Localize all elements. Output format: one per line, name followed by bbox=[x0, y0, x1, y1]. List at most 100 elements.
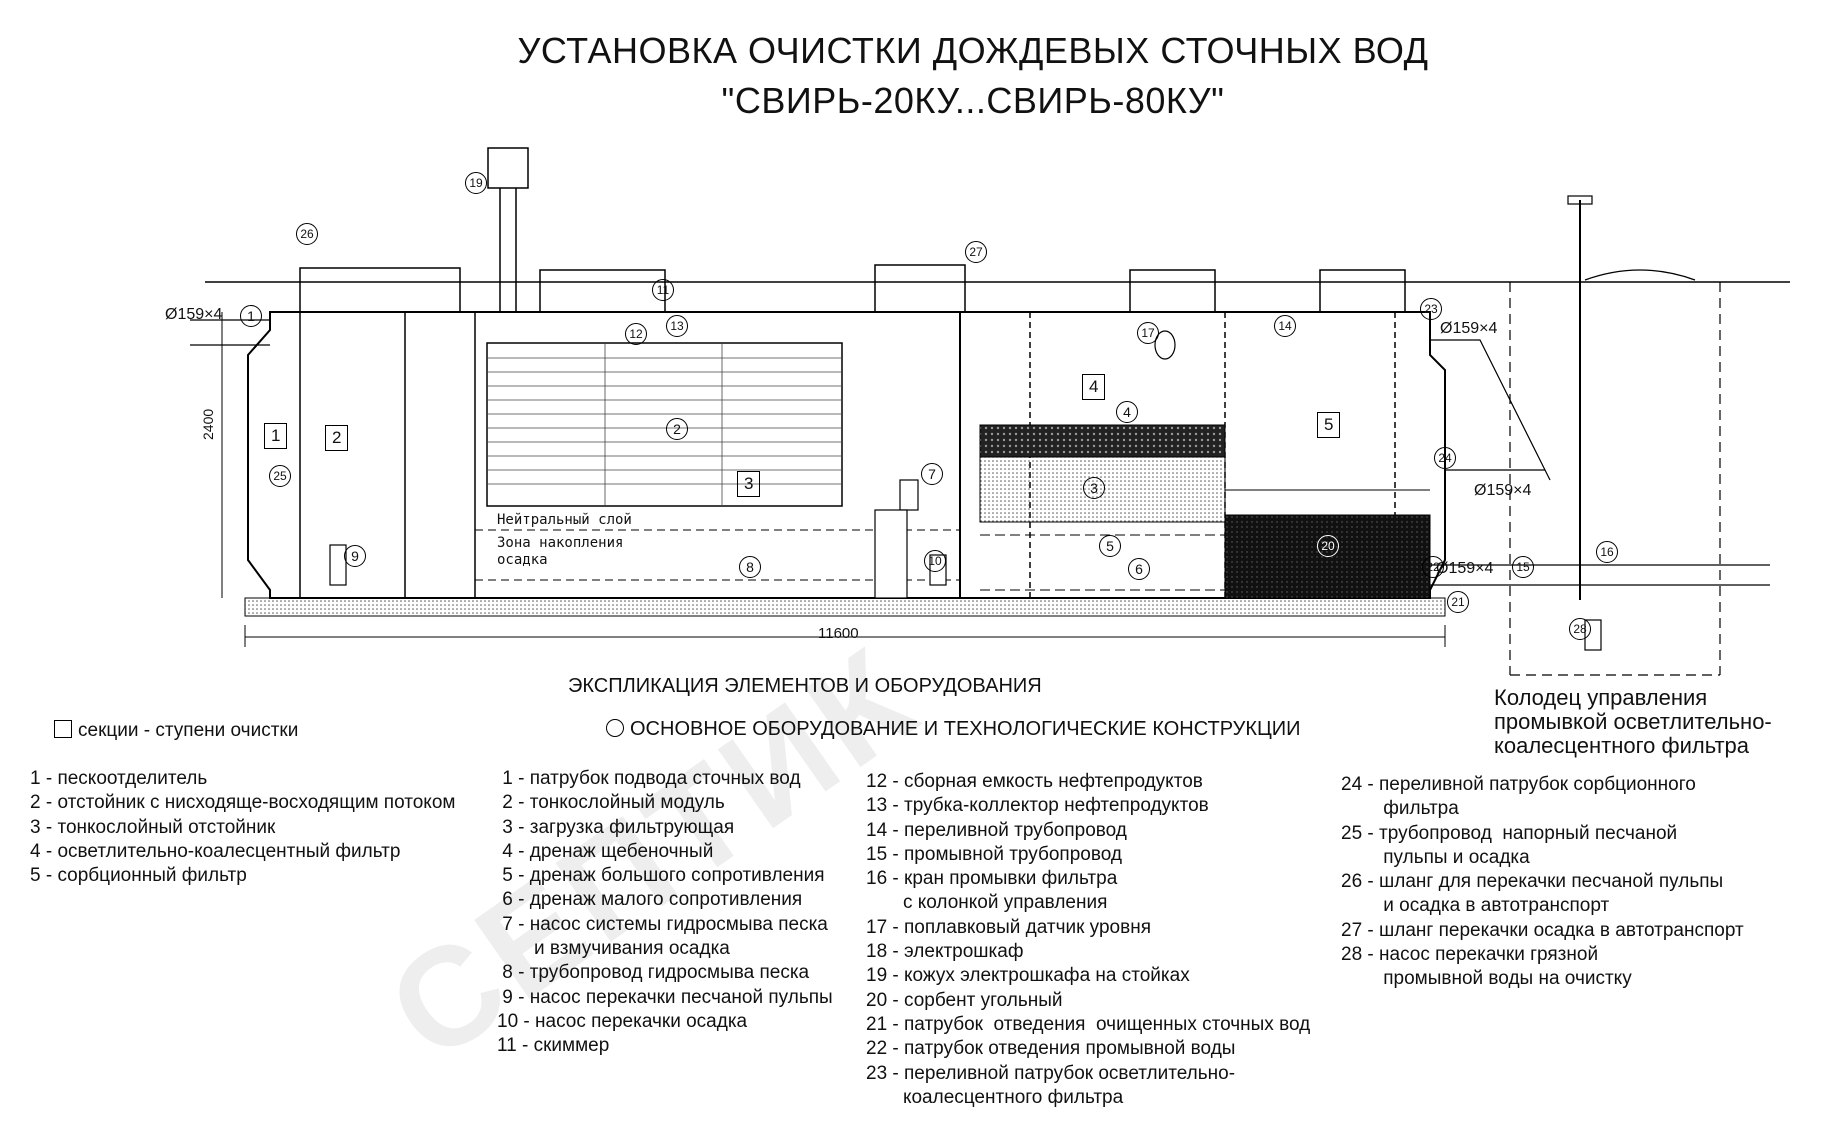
callout-28: 28 bbox=[1569, 618, 1591, 640]
callout-13: 13 bbox=[666, 315, 688, 337]
callout-19: 19 bbox=[465, 172, 487, 194]
section-5-label: 5 bbox=[1317, 412, 1341, 438]
list-item: 21 - патрубок отведения очищенных сточны… bbox=[866, 1013, 1311, 1035]
sediment-zone-label-2: осадка bbox=[497, 552, 548, 568]
callout-5: 5 bbox=[1099, 535, 1121, 557]
callout-9: 9 bbox=[344, 545, 366, 567]
section-3-label: 3 bbox=[737, 471, 761, 497]
list-item: 3 - тонкослойный отстойник bbox=[30, 816, 276, 838]
callout-20: 20 bbox=[1317, 535, 1339, 557]
list-item: 11 - скиммер bbox=[497, 1035, 610, 1057]
callout-25: 25 bbox=[269, 465, 291, 487]
list-item: 20 - сорбент угольный bbox=[866, 989, 1063, 1011]
legend-heading: ЭКСПЛИКАЦИЯ ЭЛЕМЕНТОВ И ОБОРУДОВАНИЯ bbox=[568, 675, 1042, 697]
callout-14: 14 bbox=[1274, 315, 1296, 337]
hatches bbox=[299, 264, 1406, 313]
list-item: 2 - отстойник с нисходяще-восходящим пот… bbox=[30, 792, 456, 814]
list-item: 2 - тонкослойный модуль bbox=[497, 792, 725, 814]
list-item: 27 - шланг перекачки осадка в автотрансп… bbox=[1341, 919, 1744, 941]
circle-icon bbox=[606, 719, 624, 737]
list-item: 16 - кран промывки фильтра bbox=[866, 868, 1118, 890]
callout-22: 22 bbox=[1422, 556, 1444, 578]
gravel-drain bbox=[979, 424, 1226, 458]
float-sensor bbox=[1154, 330, 1176, 360]
callout-6: 6 bbox=[1128, 558, 1150, 580]
list-item: пульпы и осадка bbox=[1341, 846, 1530, 868]
callout-8: 8 bbox=[739, 556, 761, 578]
electrical-cabinet bbox=[487, 147, 529, 189]
equipment-list-col2: 12 - сборная емкость нефтепродуктов 13 -… bbox=[866, 770, 1310, 1110]
list-item: 17 - поплавковый датчик уровня bbox=[866, 916, 1151, 938]
list-item: 24 - переливной патрубок сорбционного bbox=[1341, 774, 1696, 795]
list-item: 28 - насос перекачки грязной bbox=[1341, 944, 1599, 966]
section-2-label: 2 bbox=[325, 425, 349, 451]
callout-23: 23 bbox=[1420, 298, 1442, 320]
callout-2: 2 bbox=[666, 418, 688, 440]
callout-15: 15 bbox=[1512, 556, 1534, 578]
list-item: 4 - осветлительно-коалесцентный фильтр bbox=[30, 840, 401, 862]
list-item: 10 - насос перекачки осадка bbox=[497, 1010, 748, 1032]
section-4-label: 4 bbox=[1082, 374, 1106, 400]
title-line-1: УСТАНОВКА ОЧИСТКИ ДОЖДЕВЫХ СТОЧНЫХ ВОД bbox=[517, 30, 1429, 71]
thin-layer-module bbox=[486, 342, 843, 507]
pipe-24-label: Ø159×4 bbox=[1474, 482, 1532, 499]
dim-length-text: 11600 bbox=[818, 625, 859, 642]
list-item: 18 - электрошкаф bbox=[866, 941, 1024, 963]
equipment-list-col1: 1 - патрубок подвода сточных вод 2 - тон… bbox=[497, 767, 833, 1059]
callout-4: 4 bbox=[1116, 401, 1138, 423]
list-item: и взмучивания осадка bbox=[497, 938, 730, 960]
list-item: 26 - шланг для перекачки песчаной пульпы bbox=[1341, 871, 1724, 893]
list-item: с колонкой управления bbox=[866, 892, 1108, 914]
list-item: 22 - патрубок отведения промывной воды bbox=[866, 1038, 1236, 1060]
callout-16: 16 bbox=[1596, 541, 1618, 563]
pipe-22-label: Ø159×4 bbox=[1436, 560, 1494, 577]
list-item: 1 - пескоотделитель bbox=[30, 768, 208, 789]
callout-21: 21 bbox=[1447, 591, 1469, 613]
list-item: 23 - переливной патрубок осветлительно- bbox=[866, 1062, 1236, 1084]
list-item: 12 - сборная емкость нефтепродуктов bbox=[866, 771, 1203, 792]
callout-1: 1 bbox=[240, 305, 262, 327]
list-item: 8 - трубопровод гидросмыва песка bbox=[497, 962, 810, 984]
title-line-2: "СВИРЬ-20КУ...СВИРЬ-80КУ" bbox=[721, 80, 1225, 121]
list-item: 7 - насос системы гидросмыва песка bbox=[497, 913, 828, 935]
callout-3: 3 bbox=[1083, 477, 1105, 499]
list-item: 1 - патрубок подвода сточных вод bbox=[497, 768, 801, 789]
callout-26: 26 bbox=[296, 223, 318, 245]
list-item: 3 - загрузка фильтрующая bbox=[497, 816, 735, 838]
callout-24: 24 bbox=[1434, 447, 1456, 469]
dim-height-text: 2400 bbox=[200, 408, 216, 440]
pipes bbox=[190, 319, 1770, 586]
sections-key: секции - ступени очистки bbox=[54, 720, 298, 742]
list-item: 25 - трубопровод напорный песчаной bbox=[1341, 822, 1678, 844]
list-item: 15 - промывной трубопровод bbox=[866, 843, 1122, 865]
list-item: фильтра bbox=[1341, 798, 1459, 820]
thin-layer-lines bbox=[487, 343, 842, 506]
list-item: 4 - дренаж щебеночный bbox=[497, 840, 714, 862]
equipment-list-col3: 24 - переливной патрубок сорбционного фи… bbox=[1341, 773, 1744, 992]
section-1-label: 1 bbox=[264, 423, 288, 449]
callout-11: 11 bbox=[652, 279, 674, 301]
list-item: коалесцентного фильтра bbox=[866, 1086, 1124, 1108]
pipe-inlet-label: Ø159×4 bbox=[165, 306, 223, 323]
list-item: 14 - переливной трубопровод bbox=[866, 819, 1127, 841]
callout-17: 17 bbox=[1137, 322, 1159, 344]
equipment-key: ОСНОВНОЕ ОБОРУДОВАНИЕ И ТЕХНОЛОГИЧЕСКИЕ … bbox=[606, 718, 1301, 741]
control-well bbox=[1509, 195, 1721, 676]
square-icon bbox=[54, 720, 72, 738]
list-item: 13 - трубка-коллектор нефтепродуктов bbox=[866, 795, 1209, 817]
list-item: 6 - дренаж малого сопротивления bbox=[497, 889, 803, 911]
list-item: 5 - сорбционный фильтр bbox=[30, 865, 247, 887]
list-item: 9 - насос перекачки песчаной пульпы bbox=[497, 986, 833, 1008]
base-slab bbox=[244, 597, 1446, 617]
equipment-key-label: ОСНОВНОЕ ОБОРУДОВАНИЕ И ТЕХНОЛОГИЧЕСКИЕ … bbox=[630, 718, 1301, 740]
callout-10: 10 bbox=[924, 550, 946, 572]
sediment-zone-label-1: Зона накопления bbox=[497, 535, 624, 551]
pipe-23-label: Ø159×4 bbox=[1440, 320, 1498, 337]
pumps bbox=[329, 479, 1602, 651]
list-item: промывной воды на очистку bbox=[1341, 968, 1632, 990]
callout-7: 7 bbox=[921, 463, 943, 485]
callout-12: 12 bbox=[625, 323, 647, 345]
list-item: и осадка в автотранспорт bbox=[1341, 895, 1610, 917]
sections-list: 1 - пескоотделитель 2 - отстойник с нисх… bbox=[30, 767, 455, 888]
